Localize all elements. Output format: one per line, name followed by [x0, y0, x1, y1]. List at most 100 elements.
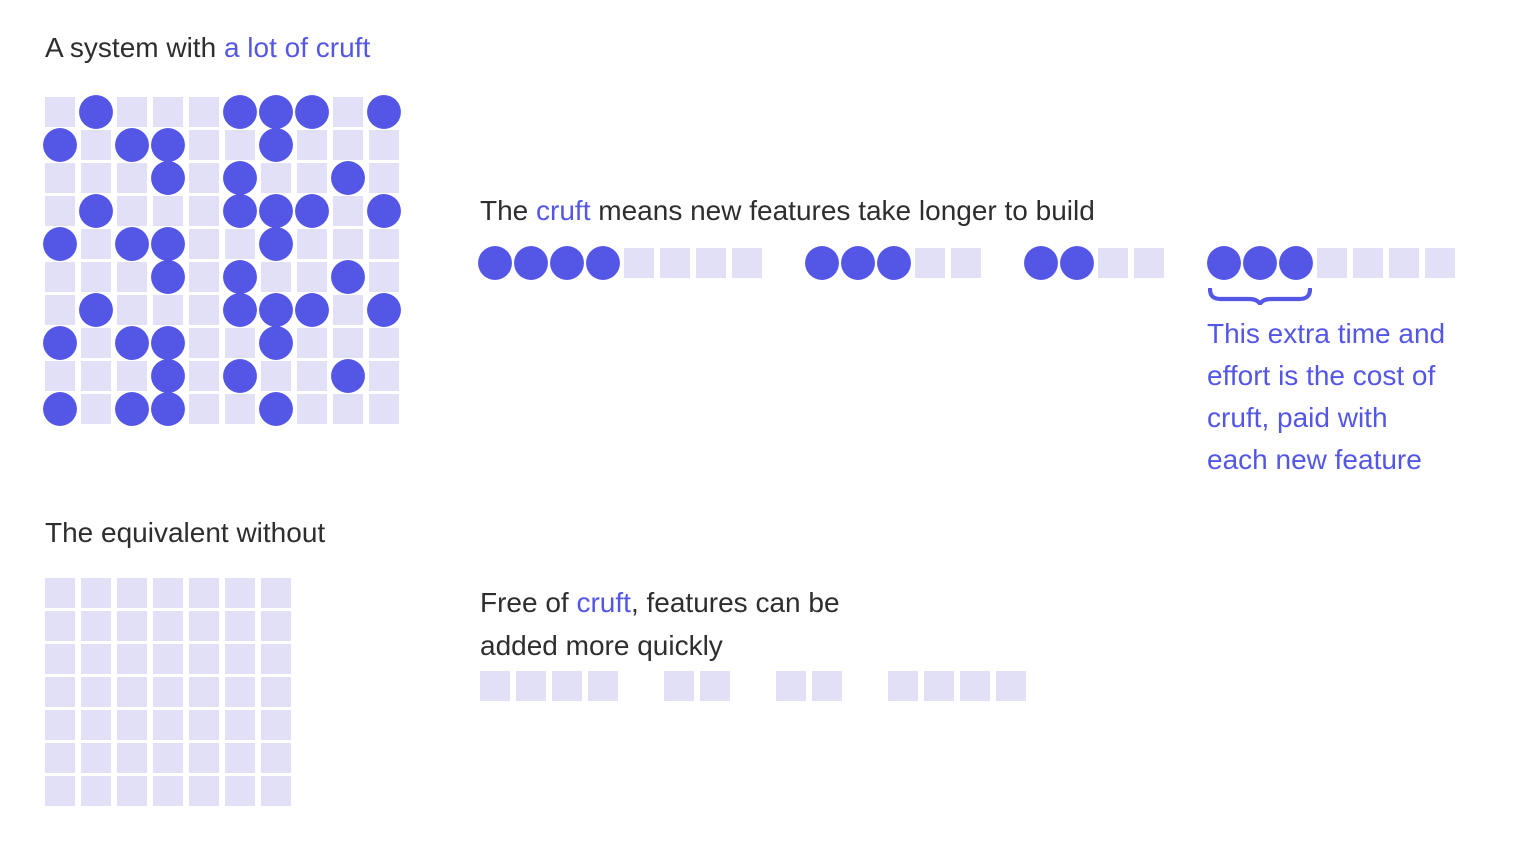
cruft-dot [295, 194, 329, 228]
work-tile [624, 248, 654, 278]
cruft-dot [223, 194, 257, 228]
work-tile [189, 677, 219, 707]
work-tile [924, 671, 954, 701]
cruft-dot [259, 95, 293, 129]
work-tile [333, 295, 363, 325]
work-tile [369, 394, 399, 424]
cruft-dot [259, 227, 293, 261]
cruft-dot [259, 128, 293, 162]
work-tile [153, 196, 183, 226]
cruft-dot [367, 194, 401, 228]
cruft-dot [223, 161, 257, 195]
cruft-dot [115, 227, 149, 261]
work-tile [369, 328, 399, 358]
work-tile [261, 710, 291, 740]
work-tile [45, 578, 75, 608]
work-tile [45, 163, 75, 193]
work-tile [915, 248, 945, 278]
cruft-dot [367, 293, 401, 327]
cruft-dot [550, 246, 584, 280]
a-lot-of-cruft-link[interactable]: a lot of cruft [223, 32, 371, 63]
work-tile [732, 248, 762, 278]
caption-suffix: , features can be added more quickly [480, 587, 840, 661]
work-tile [225, 328, 255, 358]
work-tile [117, 196, 147, 226]
work-tile [225, 743, 255, 773]
work-tile [776, 671, 806, 701]
cruft-dot [259, 392, 293, 426]
cruft-dot [151, 392, 185, 426]
cruft-dot [1207, 246, 1241, 280]
work-tile [45, 196, 75, 226]
work-tile [117, 97, 147, 127]
work-tile [297, 361, 327, 391]
work-tile [153, 743, 183, 773]
work-tile [45, 97, 75, 127]
work-tile [996, 671, 1026, 701]
work-tile [189, 776, 219, 806]
cruft-dot [1243, 246, 1277, 280]
caption-suffix: means new features take longer to build [590, 195, 1095, 226]
cruft-dot [331, 260, 365, 294]
feature-group [478, 246, 762, 280]
cruft-dot [367, 95, 401, 129]
work-tile [1317, 248, 1347, 278]
work-tile [297, 130, 327, 160]
work-tile [1389, 248, 1419, 278]
work-tile [189, 196, 219, 226]
work-tile [812, 671, 842, 701]
work-tile [333, 130, 363, 160]
clean-system-title: The equivalent without [45, 517, 326, 548]
work-tile [333, 229, 363, 259]
work-tile [45, 776, 75, 806]
work-tile [261, 743, 291, 773]
work-tile [45, 710, 75, 740]
work-tile [117, 743, 147, 773]
cruft-link[interactable]: cruft [576, 587, 631, 618]
work-tile [153, 710, 183, 740]
work-tile [153, 677, 183, 707]
cruft-dot [259, 326, 293, 360]
cruft-link[interactable]: cruft [536, 195, 591, 226]
cruft-dot [877, 246, 911, 280]
work-tile [700, 671, 730, 701]
work-tile [45, 677, 75, 707]
cruft-dot [223, 260, 257, 294]
work-tile [225, 677, 255, 707]
work-tile [81, 262, 111, 292]
cruft-dot [478, 246, 512, 280]
cruft-dot [331, 359, 365, 393]
work-tile [189, 710, 219, 740]
work-tile [117, 677, 147, 707]
cruft-dot [1024, 246, 1058, 280]
work-tile [81, 361, 111, 391]
work-tile [516, 671, 546, 701]
cruft-dot [115, 392, 149, 426]
work-tile [153, 578, 183, 608]
work-tile [117, 776, 147, 806]
work-tile [588, 671, 618, 701]
work-tile [81, 644, 111, 674]
cruft-dot [514, 246, 548, 280]
work-tile [189, 97, 219, 127]
cruft-dot [223, 95, 257, 129]
work-tile [888, 671, 918, 701]
features-without-cruft-row [480, 671, 1026, 701]
work-tile [297, 262, 327, 292]
cruft-dot [151, 128, 185, 162]
cruft-system-title: A system with a lot of cruft [45, 33, 370, 63]
cruft-system-title-text: A system with [45, 32, 224, 63]
work-tile [1425, 248, 1455, 278]
cruft-dot [79, 95, 113, 129]
work-tile [189, 743, 219, 773]
work-tile [81, 394, 111, 424]
cruft-dot [115, 326, 149, 360]
work-tile [81, 743, 111, 773]
work-tile [369, 163, 399, 193]
work-tile [261, 163, 291, 193]
cruft-dot [841, 246, 875, 280]
work-tile [261, 578, 291, 608]
work-tile [117, 163, 147, 193]
work-tile [333, 196, 363, 226]
work-tile [117, 710, 147, 740]
